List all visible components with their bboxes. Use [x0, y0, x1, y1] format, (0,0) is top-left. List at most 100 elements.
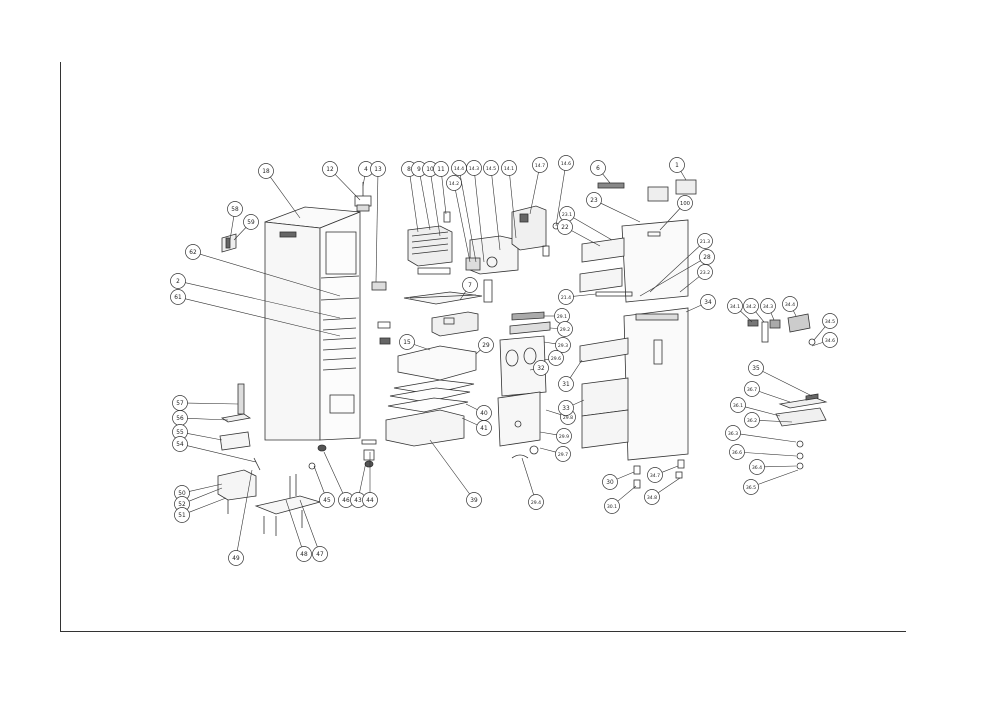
leader-line-39 [429, 439, 470, 495]
callout-label: 13 [374, 167, 382, 173]
leader-line-51 [188, 497, 227, 513]
callout-13: 13 [370, 161, 386, 177]
callout-circle [227, 201, 243, 217]
callout-label: 34.6 [825, 338, 835, 344]
callout-14-4: 14.4 [451, 160, 467, 176]
leader-line-34-5 [813, 326, 826, 341]
callout-29-4: 29.4 [528, 494, 544, 510]
callout-circle [558, 376, 574, 392]
leader-line-49 [237, 469, 253, 551]
leader-line-23 [600, 202, 641, 223]
callout-circle [174, 507, 190, 523]
callout-circle [760, 298, 776, 314]
adjustable-feet [317, 439, 377, 468]
callout-12: 12 [322, 161, 338, 177]
callout-label: 36.5 [746, 485, 756, 491]
leader-line-54 [187, 445, 257, 463]
leader-line-50 [189, 483, 223, 492]
fridge-shelves-drawers [385, 345, 477, 447]
callout-35: 35 [748, 360, 764, 376]
callout-34-3: 34.3 [760, 298, 776, 314]
callout-label: 34.2 [746, 304, 756, 310]
leader-line-14-6 [555, 170, 566, 227]
callout-14-6: 14.6 [558, 155, 574, 171]
callout-label: 52 [178, 502, 186, 508]
callout-circle [555, 446, 571, 462]
leader-line-4 [362, 176, 365, 187]
callout-circle [730, 397, 746, 413]
callout-label: 46 [342, 498, 350, 504]
callout-49: 49 [228, 550, 244, 566]
callout-label: 9 [417, 167, 421, 173]
callout-34-5: 34.5 [822, 313, 838, 329]
callout-label: 29.1 [557, 314, 567, 320]
callout-34-4: 34.4 [782, 296, 798, 312]
callout-label: 2 [176, 279, 180, 285]
callout-label: 29.7 [558, 452, 568, 458]
leader-line-2 [185, 282, 341, 319]
callout-circle [700, 294, 716, 310]
callout-label: 51 [178, 513, 186, 519]
callout-circle [466, 492, 482, 508]
leader-line-34-4 [793, 310, 797, 317]
callout-29: 29 [478, 337, 494, 353]
leader-line-34-2 [755, 311, 765, 323]
callout-circle [243, 214, 259, 230]
callout-label: 29.3 [558, 343, 568, 349]
leader-line-10 [430, 176, 441, 237]
callout-14-1: 14.1 [501, 160, 517, 176]
leader-line-1 [680, 171, 687, 181]
callout-label: 10 [426, 167, 434, 173]
callout-30-1: 30.1 [604, 498, 620, 514]
callout-circle [296, 546, 312, 562]
leader-line-29-4 [521, 457, 534, 495]
leader-line-22 [571, 230, 601, 247]
callout-41: 41 [476, 420, 492, 436]
callout-label: 33 [562, 406, 570, 412]
callout-label: 29.2 [560, 327, 570, 333]
callout-circle [729, 444, 745, 460]
callout-circle [744, 381, 760, 397]
leader-line-43 [359, 461, 367, 493]
callout-circle [185, 244, 201, 260]
callout-34-2: 34.2 [743, 298, 759, 314]
leader-line-29-2 [549, 327, 558, 329]
leader-line-23-1 [573, 217, 613, 241]
callout-circle [748, 360, 764, 376]
callout-14-7: 14.7 [532, 157, 548, 173]
leader-line-36-2 [759, 420, 793, 423]
callout-39: 39 [466, 492, 482, 508]
callout-34-8: 34.8 [644, 489, 660, 505]
callout-label: 34.5 [825, 319, 835, 325]
callout-28: 28 [699, 249, 715, 265]
callout-15: 15 [399, 334, 415, 350]
callout-36-2: 36.2 [744, 412, 760, 428]
leader-line-34-6 [811, 342, 823, 347]
callout-label: 58 [231, 207, 239, 213]
callout-58: 58 [227, 201, 243, 217]
callout-label: 18 [262, 169, 270, 175]
callout-40: 40 [476, 405, 492, 421]
callout-label: 34.3 [763, 304, 773, 310]
callout-14-3: 14.3 [466, 160, 482, 176]
base-plate [254, 462, 322, 536]
callout-label: 36.4 [752, 465, 762, 471]
callout-circle [228, 550, 244, 566]
dispenser-panel [497, 311, 551, 459]
evaporator-unit [407, 211, 453, 275]
leader-line-55 [187, 433, 223, 441]
leader-line-21-4 [573, 293, 597, 297]
callout-circle [532, 157, 548, 173]
leader-line-46 [323, 451, 344, 494]
leader-line-36-5 [757, 469, 799, 485]
leader-line-35 [762, 371, 813, 397]
callout-48: 48 [296, 546, 312, 562]
leader-line-45 [313, 465, 325, 494]
callout-23-2: 23.2 [697, 264, 713, 280]
callout-label: 34.7 [650, 473, 660, 479]
callout-circle [558, 400, 574, 416]
callout-circle [647, 467, 663, 483]
callout-label: 45 [323, 498, 331, 504]
